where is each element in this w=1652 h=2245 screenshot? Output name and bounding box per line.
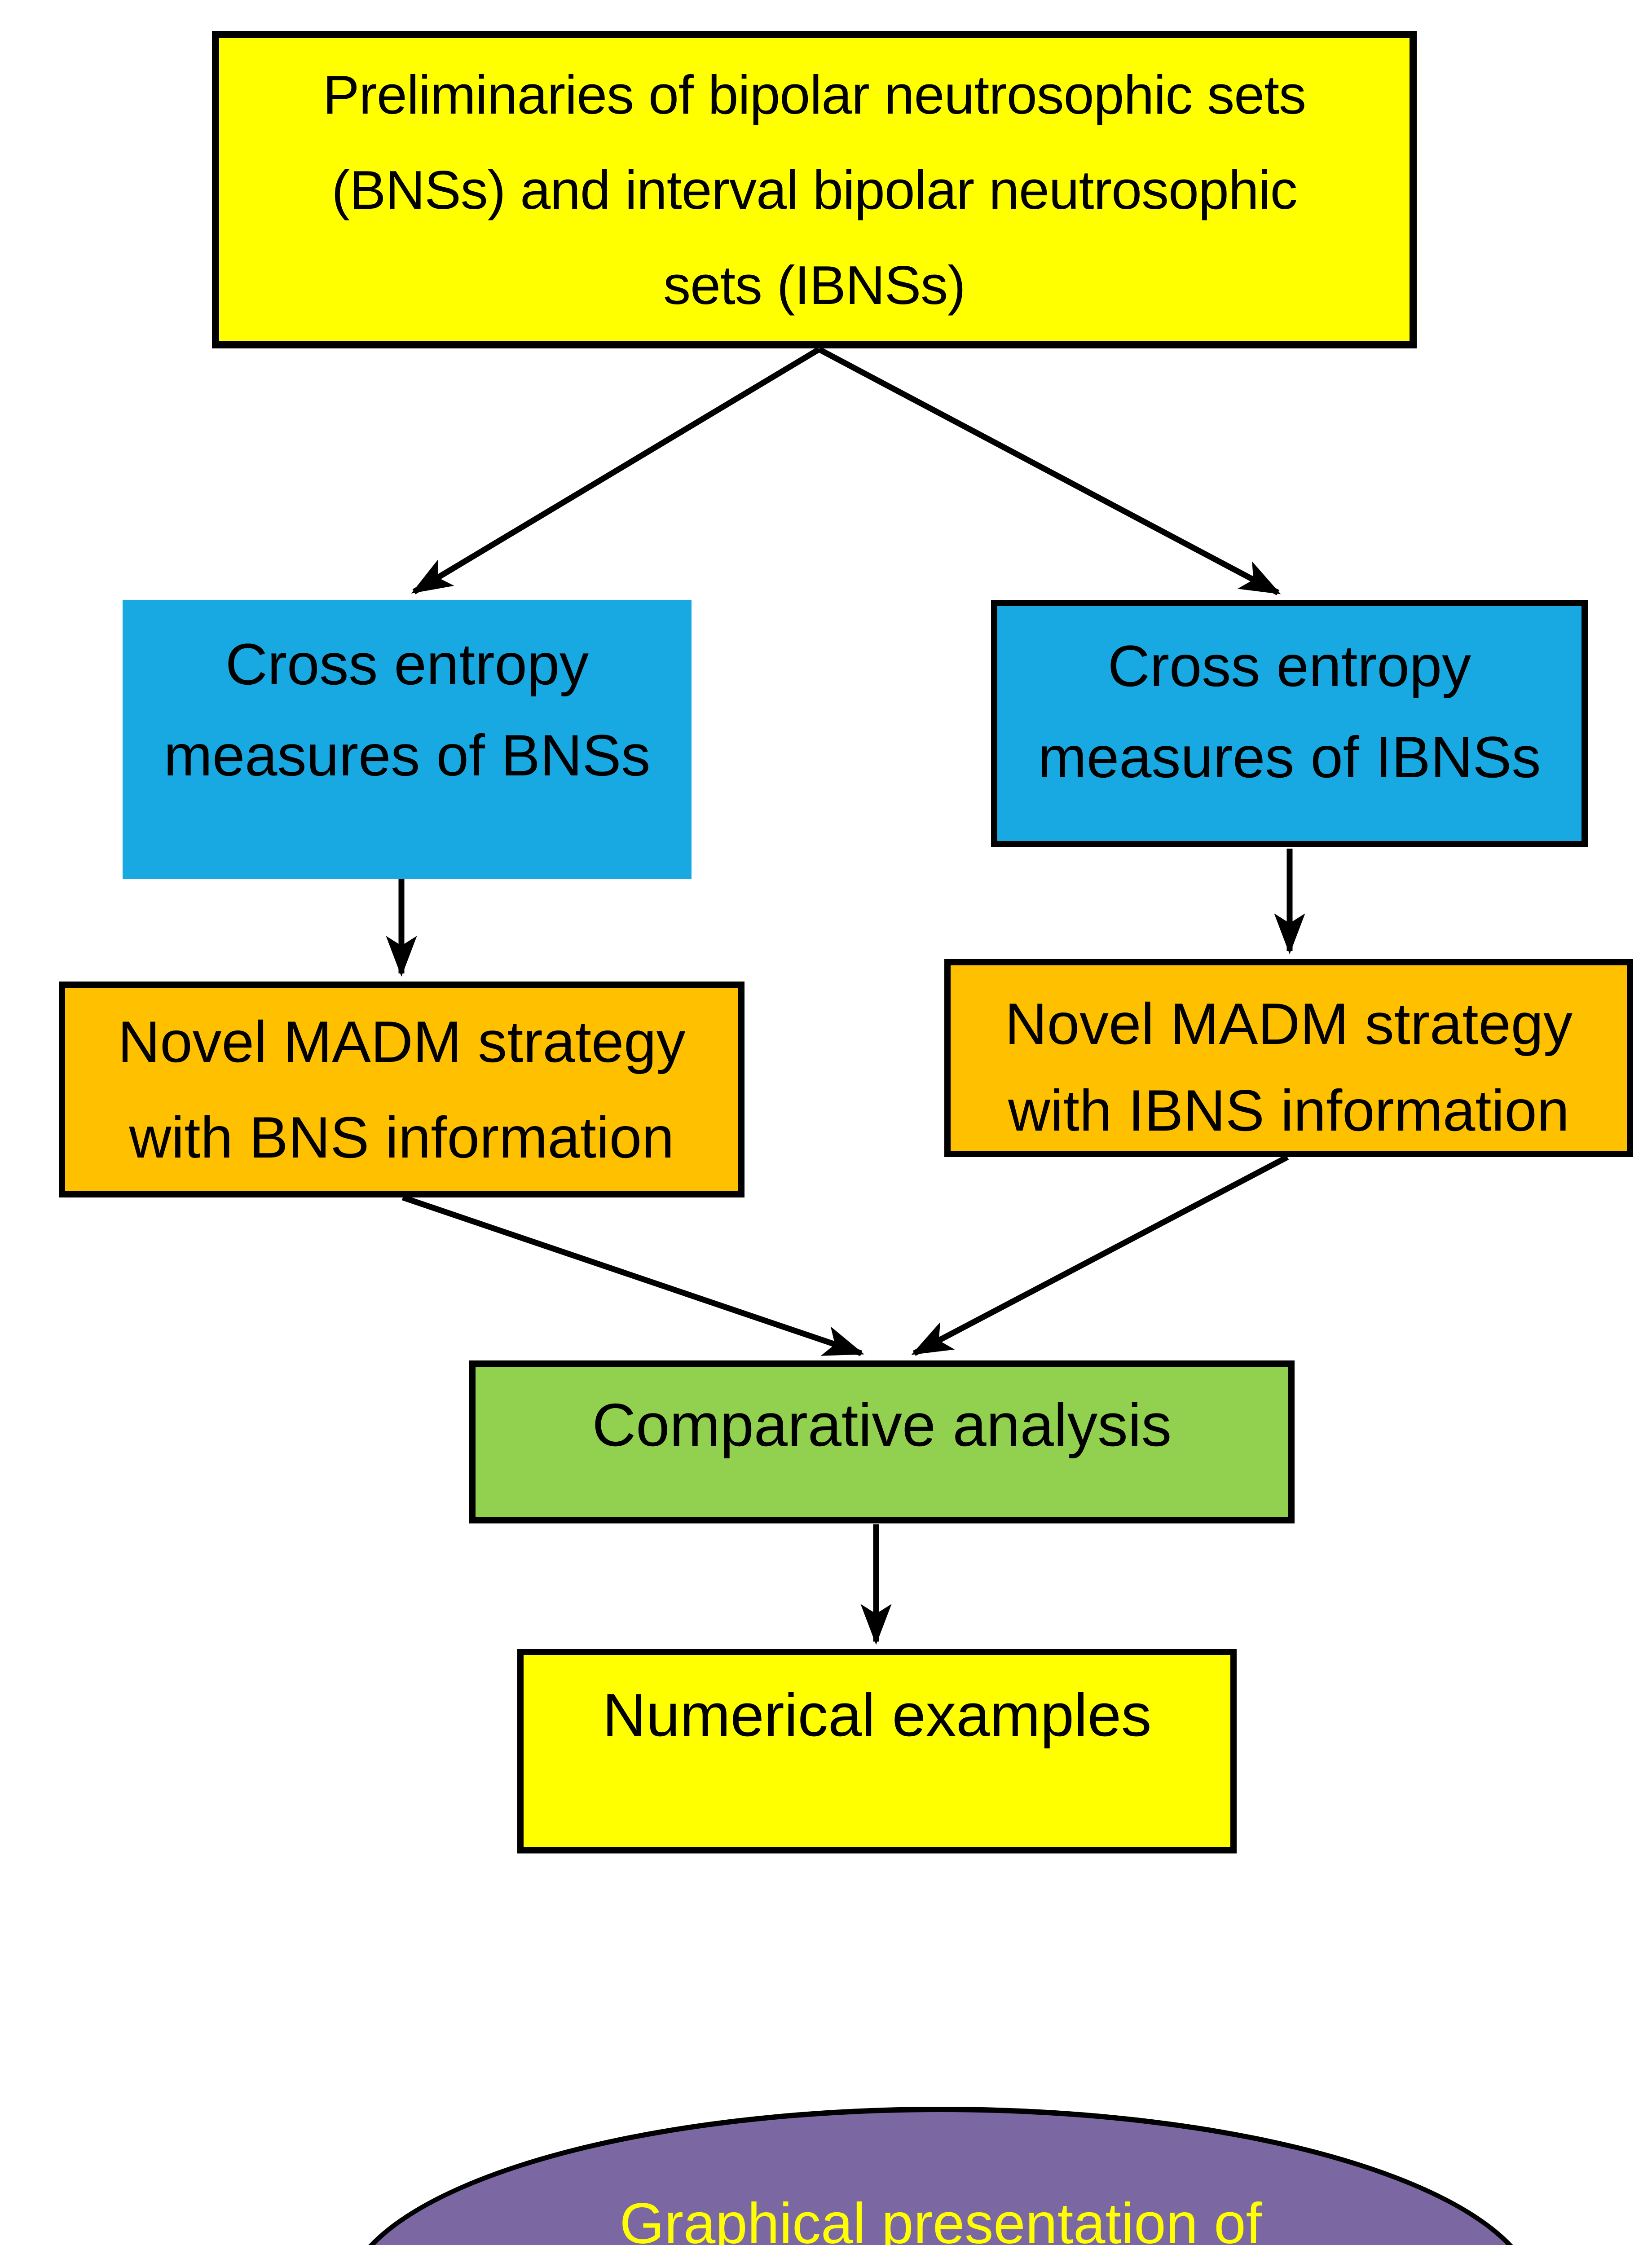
node-cross-entropy-bns-line1: Cross entropy bbox=[225, 631, 589, 697]
arrow-madm-ibns-to-comparative bbox=[911, 1154, 1289, 1356]
node-graphical-abstract-line1: Graphical presentation of bbox=[619, 2192, 1262, 2245]
arrow-preliminaries-to-cross-bns bbox=[411, 347, 821, 594]
node-madm-bns: Novel MADM strategy with BNS information bbox=[59, 982, 745, 1197]
node-cross-entropy-bns: Cross entropy measures of BNSs bbox=[123, 600, 692, 879]
node-numerical-examples: Numerical examples bbox=[517, 1649, 1237, 1853]
node-preliminaries-line1: Preliminaries of bipolar neutrosophic se… bbox=[323, 64, 1306, 125]
node-cross-entropy-ibns-line2: measures of IBNSs bbox=[1038, 724, 1541, 790]
node-cross-entropy-ibns: Cross entropy measures of IBNSs bbox=[991, 600, 1588, 847]
node-preliminaries: Preliminaries of bipolar neutrosophic se… bbox=[212, 31, 1417, 348]
arrow-preliminaries-to-cross-ibns bbox=[817, 347, 1281, 595]
node-preliminaries-line3: sets (IBNSs) bbox=[663, 254, 966, 316]
node-cross-entropy-bns-line2: measures of BNSs bbox=[163, 722, 651, 788]
node-cross-entropy-ibns-line1: Cross entropy bbox=[1107, 633, 1471, 699]
node-madm-ibns: Novel MADM strategy with IBNS informatio… bbox=[944, 959, 1633, 1157]
node-madm-bns-line2: with BNS information bbox=[129, 1105, 674, 1170]
node-madm-bns-line1: Novel MADM strategy bbox=[118, 1009, 686, 1074]
node-madm-ibns-line2: with IBNS information bbox=[1008, 1078, 1569, 1143]
node-preliminaries-line2: (BNSs) and interval bipolar neutrosophic bbox=[331, 159, 1297, 220]
node-madm-ibns-line1: Novel MADM strategy bbox=[1004, 991, 1573, 1056]
node-comparative-analysis-line1: Comparative analysis bbox=[592, 1391, 1172, 1459]
arrow-madm-bns-to-comparative bbox=[401, 1194, 864, 1356]
node-comparative-analysis: Comparative analysis bbox=[469, 1360, 1295, 1523]
node-numerical-examples-line1: Numerical examples bbox=[602, 1681, 1152, 1749]
